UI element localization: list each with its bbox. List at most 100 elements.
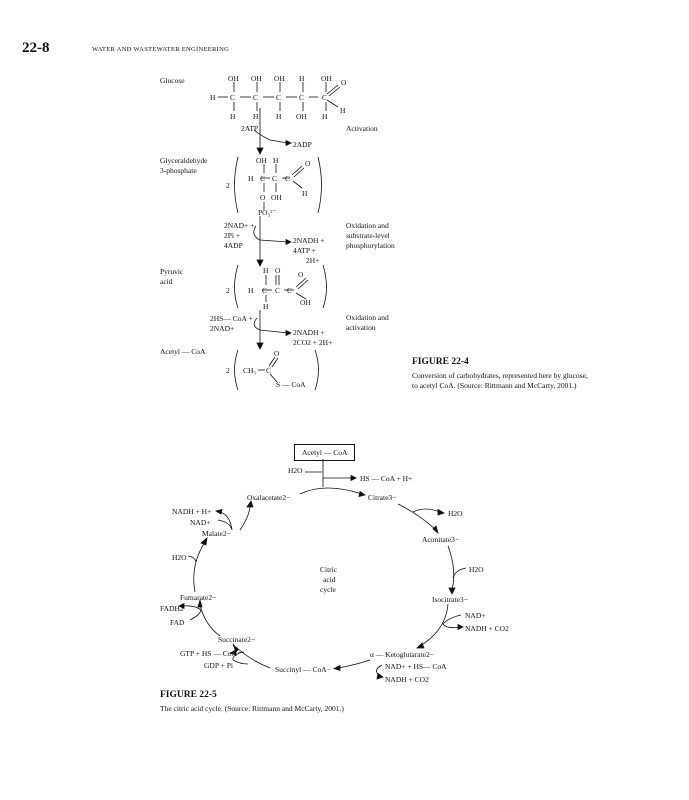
figure-22-5-title: FIGURE 22-5 (160, 690, 217, 700)
nad-right-label: NAD+ (465, 611, 486, 620)
h2o-right2-label: H2O (469, 565, 484, 574)
figure-22-4-caption-line2: to acetyl CoA. (Source: Rittmann and McC… (412, 381, 577, 390)
acetyl-coa-box: Acetyl — CoA (294, 444, 356, 461)
oxaloacetate-label: Oxalacetate2− (247, 493, 291, 502)
g3p-coefficient: 2 (226, 181, 230, 190)
pyruvic-atom-o2: O (298, 270, 304, 279)
step3-name-2: activation (346, 323, 376, 332)
acetyl-atom-ch3: CH₃ (243, 366, 256, 375)
g3p-atom-c3: C (285, 174, 290, 183)
pyruvic-atom-h-bottom: H (263, 302, 269, 311)
step2-name-2: substrate-level (346, 231, 390, 240)
glucose-atom-h5: H (322, 112, 328, 121)
center-label-line2: acid (323, 575, 336, 584)
step2-input-1: 2NAD+ + (224, 221, 255, 230)
succinate-label: Succinate2− (218, 635, 256, 644)
fumarate-label: Fumarate2− (180, 593, 217, 602)
glucose-atom-oh2: OH (251, 74, 262, 83)
step2-name-3: phosphorylation (346, 241, 395, 250)
h2o-right1-label: H2O (448, 509, 463, 518)
acetyl-coefficient: 2 (226, 366, 230, 375)
glucose-atom-oh3: OH (274, 74, 285, 83)
pyruvic-atom-h-top: H (263, 266, 269, 275)
g3p-atom-h-right: H (302, 189, 308, 198)
g3p-atom-oh2: OH (271, 193, 282, 202)
step3-output-1: 2NADH + (293, 328, 325, 337)
step3-input-2: 2NAD+ (210, 324, 235, 333)
g3p-label-line1: Glyceraldehyde (160, 156, 208, 165)
acetyl-atom-o: O (274, 349, 280, 358)
pyruvic-atom-c2: C (275, 286, 280, 295)
h2o-left-label: H2O (172, 553, 187, 562)
g3p-atom-o2: O (260, 193, 266, 202)
glucose-atom-c1: C (230, 93, 235, 102)
figure-22-4-caption-line1: Conversion of carbohydrates, represented… (412, 371, 588, 380)
glucose-atom-h4: H (276, 112, 282, 121)
nad-hs-coa-label: NAD+ + HS— CoA (385, 662, 447, 671)
aconitate-label: Aconitate3− (422, 535, 460, 544)
nad-left-label: NAD+ (190, 518, 211, 527)
pyruvic-label-line1: Pyruvic (160, 267, 184, 276)
running-title: WATER AND WASTEWATER ENGINEERING (92, 46, 230, 53)
glucose-atom-c5: C (322, 93, 327, 102)
glucose-atom-oh1: OH (228, 74, 239, 83)
glucose-atom-oh5: OH (296, 112, 307, 121)
step3-name-1: Oxidation and (346, 313, 389, 322)
step1-name: Activation (346, 124, 378, 133)
g3p-atom-c2: C (272, 174, 277, 183)
pyruvic-atom-oh: OH (300, 298, 311, 307)
step2-input-3: 4ADP (224, 241, 243, 250)
step1-input: 2ATP (241, 124, 259, 133)
gtp-hs-coa-label: GTP + HS — CoA (180, 649, 237, 658)
nadh-left-label: NADH + H+ (172, 507, 212, 516)
glucose-atom-h1: H (299, 74, 305, 83)
nadh-co2-right-label: NADH + CO2 (465, 624, 509, 633)
g3p-atom-c1: C (260, 174, 265, 183)
page-number: 22-8 (22, 40, 50, 56)
figure-22-4-title: FIGURE 22-4 (412, 357, 469, 367)
g3p-atom-oh: OH (256, 156, 267, 165)
acetyl-coa-label: Acetyl — CoA (160, 347, 206, 356)
g3p-atom-h-top: H (273, 156, 279, 165)
pyruvic-atom-o: O (275, 266, 281, 275)
step2-name-1: Oxidation and (346, 221, 389, 230)
hs-coa-top-label: HS — CoA + H+ (360, 474, 413, 483)
fadh2-label: FADH2 (160, 604, 184, 613)
glucose-atom-c3: C (276, 93, 281, 102)
glucose-atom-c2: C (253, 93, 258, 102)
citrate-label: Citrate3− (368, 493, 397, 502)
glucose-atom-o: O (341, 78, 347, 87)
acetyl-atom-s-coa: S — CoA (276, 380, 306, 389)
glucose-atom-h6: H (340, 106, 346, 115)
pyruvic-coefficient: 2 (226, 286, 230, 295)
glucose-label: Glucose (160, 76, 185, 85)
pyruvic-atom-c3: C (287, 286, 292, 295)
pyruvic-label-line2: acid (160, 277, 173, 286)
center-label-line3: cycle (320, 585, 336, 594)
glucose-atom-oh4: OH (321, 74, 332, 83)
step2-input-2: 2Pi + (224, 231, 241, 240)
glucose-atom-h2: H (230, 112, 236, 121)
ketoglutarate-label: α — Ketoglutarate2− (370, 650, 434, 659)
glucose-atom-h-left: H (210, 93, 216, 102)
step2-output-3: 2H+ (306, 256, 320, 265)
step2-output-2: 4ATP + (293, 246, 316, 255)
step2-output-1: 2NADH + (293, 236, 325, 245)
isocitrate-label: Isocitrate3− (432, 595, 468, 604)
pyruvic-atom-c1: C (262, 286, 267, 295)
h2o-top-label: H2O (288, 466, 303, 475)
nadh-co2-bottom-label: NADH + CO2 (385, 675, 429, 684)
acetyl-atom-c: C (266, 366, 271, 375)
succinyl-coa-label: Succinyl — CoA− (275, 665, 331, 674)
pyruvic-atom-h-left: H (248, 286, 254, 295)
g3p-atom-po3: PO₃²⁻ (258, 208, 276, 217)
malate-label: Malate2− (202, 529, 231, 538)
step3-output-2: 2CO2 + 2H+ (293, 338, 333, 347)
step3-input-1: 2HS— CoA + (210, 314, 253, 323)
g3p-atom-h-left: H (248, 174, 254, 183)
glucose-atom-h3: H (253, 112, 259, 121)
center-label-line1: Citric (320, 565, 338, 574)
gdp-pi-label: GDP + Pi (204, 661, 233, 670)
